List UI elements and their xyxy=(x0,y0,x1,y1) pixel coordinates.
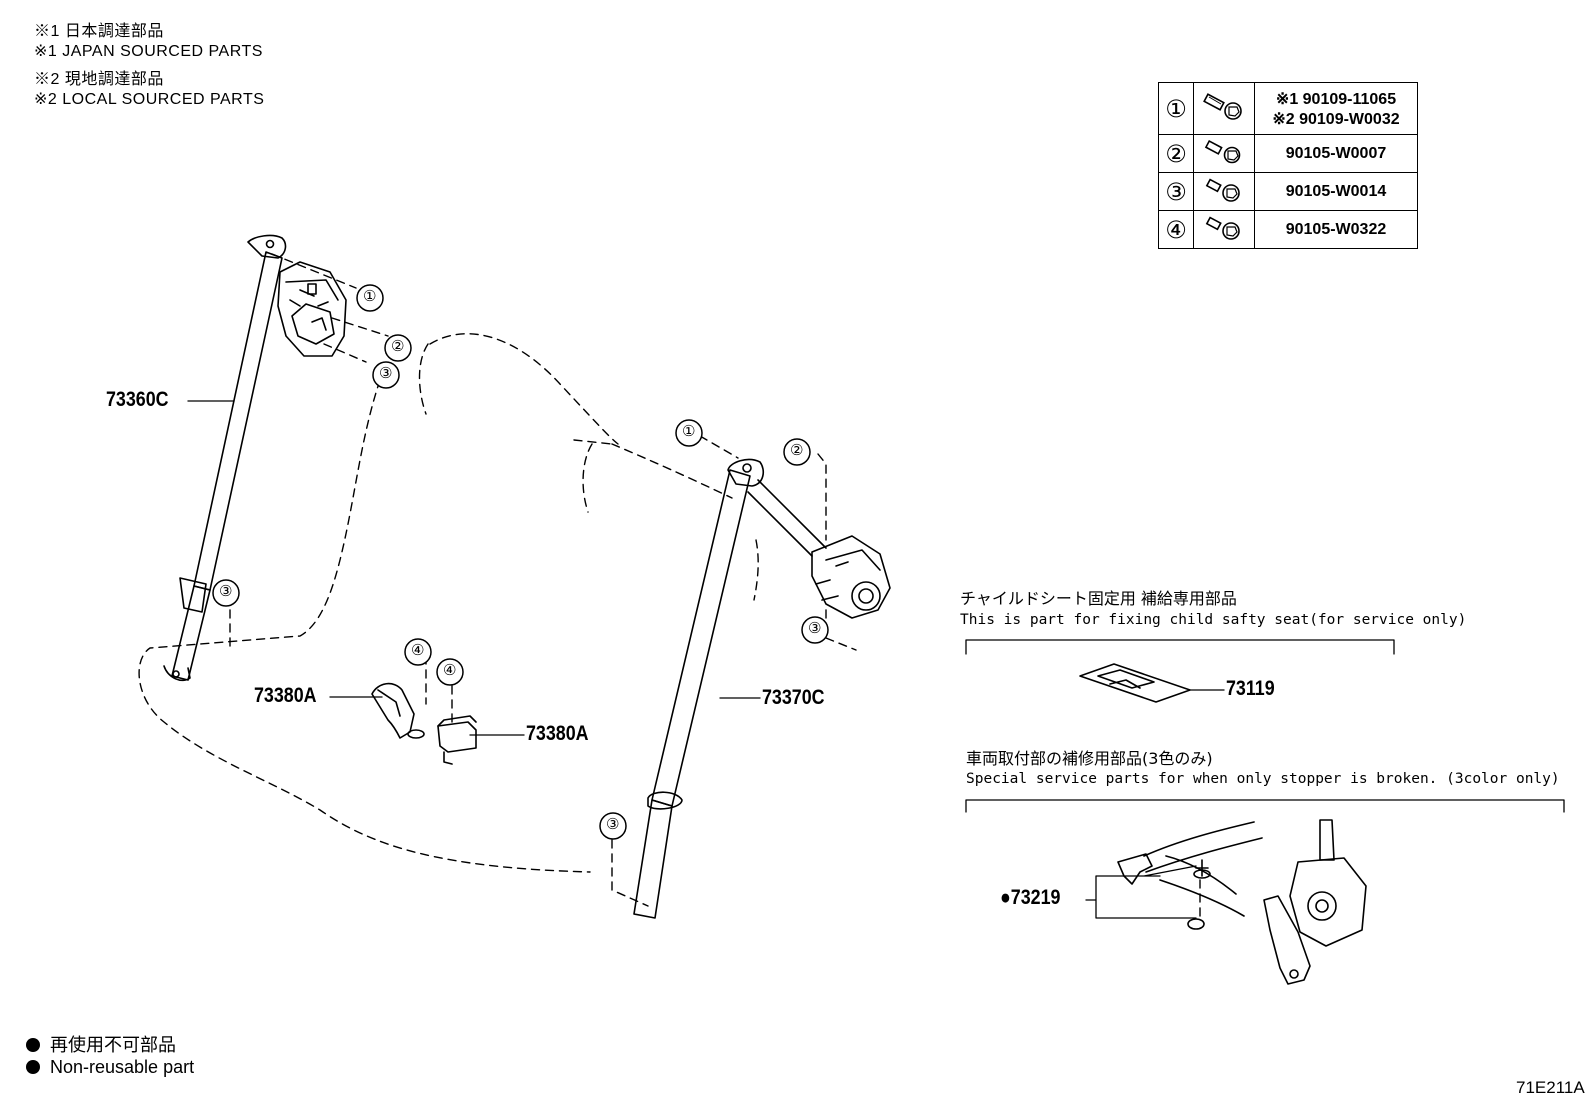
legend-jp-text: 再使用不可部品 xyxy=(50,1035,176,1055)
callout-1: ① xyxy=(363,287,377,305)
left-belt-73360c xyxy=(163,234,287,682)
stopper-assembly-73219 xyxy=(1117,819,1367,985)
fastener-code-japan: ※1 90109-11065 xyxy=(1275,90,1397,108)
fastener-codes: ※1 90109-11065 ※2 90109-W0032 xyxy=(1254,82,1418,135)
child-seat-title-en: This is part for fixing child safty seat… xyxy=(960,612,1467,628)
filled-dot-icon xyxy=(26,1038,40,1052)
bolt-icon xyxy=(1193,210,1255,249)
right-clip-73380a xyxy=(437,715,477,765)
callout-circles xyxy=(212,284,829,840)
stopper-title-en: Special service parts for when only stop… xyxy=(966,771,1560,787)
part-label-73380a-right: 73380A xyxy=(526,722,589,745)
legend-non-reusable-en: Non-reusable part xyxy=(26,1057,194,1078)
callout-2: ② xyxy=(790,441,804,459)
part-label-73219: ●73219 xyxy=(1000,886,1061,909)
part-label-73119: 73119 xyxy=(1226,677,1275,700)
plate-73119 xyxy=(1079,663,1191,703)
callout-4: ④ xyxy=(443,661,457,679)
left-clip-73380a xyxy=(371,682,425,739)
right-retractor xyxy=(811,535,891,619)
filled-dot-icon xyxy=(26,1060,40,1074)
fastener-code: 90105-W0007 xyxy=(1254,134,1418,173)
note-japan-sourced-jp: ※1 日本調達部品 xyxy=(34,23,164,40)
part-label-73380a-left: 73380A xyxy=(254,684,317,707)
callout-1: ① xyxy=(682,422,696,440)
leader-lines xyxy=(187,400,1225,919)
stopper-title-jp: 車両取付部の補修用部品(3色のみ) xyxy=(966,749,1213,768)
note-local-sourced-en: ※2 LOCAL SOURCED PARTS xyxy=(34,91,265,108)
right-belt-73370c xyxy=(633,458,827,919)
legend-non-reusable-jp: 再使用不可部品 xyxy=(26,1031,176,1057)
fastener-table: ① ※1 90109-11065 ※2 90109-W0032 ② 90105-… xyxy=(1158,82,1418,249)
fastener-row-4: ④ 90105-W0322 xyxy=(1158,210,1418,249)
fastener-index: ④ xyxy=(1158,210,1194,249)
part-label-73370c: 73370C xyxy=(762,686,825,709)
stopper-bracket xyxy=(965,799,1565,813)
legend-en-text: Non-reusable part xyxy=(50,1057,195,1077)
left-retractor xyxy=(277,261,347,357)
dashed-routing xyxy=(138,253,1201,917)
fastener-code: 90105-W0322 xyxy=(1254,210,1418,249)
note-japan-sourced-en: ※1 JAPAN SOURCED PARTS xyxy=(34,43,263,60)
child-seat-bracket xyxy=(965,639,1395,655)
callout-3: ③ xyxy=(808,619,822,637)
note-local-sourced-jp: ※2 現地調達部品 xyxy=(34,71,164,88)
callout-4: ④ xyxy=(411,641,425,659)
fastener-code-local: ※2 90109-W0032 xyxy=(1272,110,1400,128)
fastener-row-2: ② 90105-W0007 xyxy=(1158,134,1418,173)
callout-2: ② xyxy=(391,337,405,355)
fastener-index: ① xyxy=(1158,82,1194,135)
child-seat-title-jp: チャイルドシート固定用 補給専用部品 xyxy=(960,589,1237,608)
callout-3: ③ xyxy=(606,815,620,833)
bolt-icon xyxy=(1193,134,1255,173)
callout-3: ③ xyxy=(379,364,393,382)
fastener-index: ③ xyxy=(1158,172,1194,211)
part-label-73360c: 73360C xyxy=(106,388,169,411)
callout-3: ③ xyxy=(219,582,233,600)
fastener-row-1: ① ※1 90109-11065 ※2 90109-W0032 xyxy=(1158,82,1418,135)
figure-code: 71E211A xyxy=(1516,1078,1585,1097)
